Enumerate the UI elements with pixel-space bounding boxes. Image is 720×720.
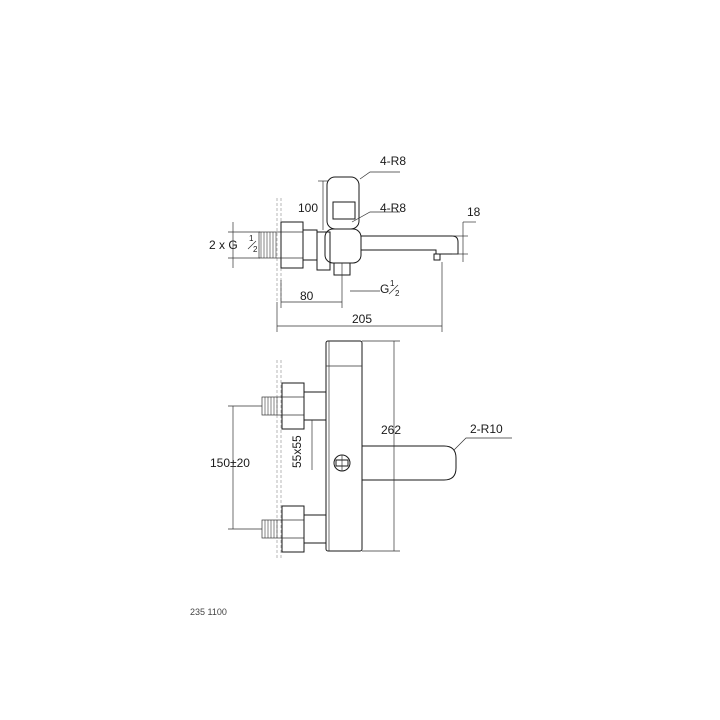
leader-radius-top — [359, 171, 400, 180]
label-radius-top: 4-R8 — [380, 154, 406, 168]
label-spout-radius: 2-R10 — [470, 422, 503, 436]
label-outlet-prefix: G — [380, 282, 389, 296]
dim-square-55x55: 55x55 — [290, 435, 304, 468]
leader-spout-radius — [453, 437, 512, 451]
dim-height-100: 100 — [298, 201, 318, 215]
label-inlet-prefix: 2 x G — [209, 238, 238, 252]
label-inlet-den: 2 — [253, 245, 258, 254]
label-radius-mid: 4-R8 — [380, 201, 406, 215]
top-inlet-thread — [258, 231, 282, 259]
leader-radius-mid — [351, 211, 400, 223]
front-view: 262 2-R10 55x55 150±20 — [210, 340, 512, 560]
top-handle-insert — [332, 201, 356, 220]
product-code: 235 1100 — [190, 607, 227, 617]
front-body — [325, 340, 363, 552]
front-lower-connection — [261, 505, 327, 553]
dim-projection-80: 80 — [300, 289, 314, 303]
front-spout — [361, 445, 457, 481]
dim-body-262: 262 — [381, 423, 401, 437]
top-spout-tip — [433, 253, 441, 261]
top-handle — [326, 176, 360, 230]
top-connector — [302, 229, 318, 261]
top-inlet-nut — [280, 221, 304, 269]
label-outlet-den: 2 — [395, 289, 400, 298]
top-spout — [360, 235, 459, 255]
top-body-base — [316, 231, 331, 271]
dim-centers-150: 150±20 — [210, 456, 250, 470]
label-inlet-num: 1 — [249, 234, 254, 243]
dim-total-205: 205 — [352, 312, 372, 326]
dim-spout-18: 18 — [467, 205, 481, 219]
top-view: 4-R8 4-R8 100 18 2 x G 1 2 G 1 2 80 — [209, 154, 481, 332]
front-upper-connection — [261, 382, 327, 430]
label-outlet-num: 1 — [390, 279, 395, 288]
